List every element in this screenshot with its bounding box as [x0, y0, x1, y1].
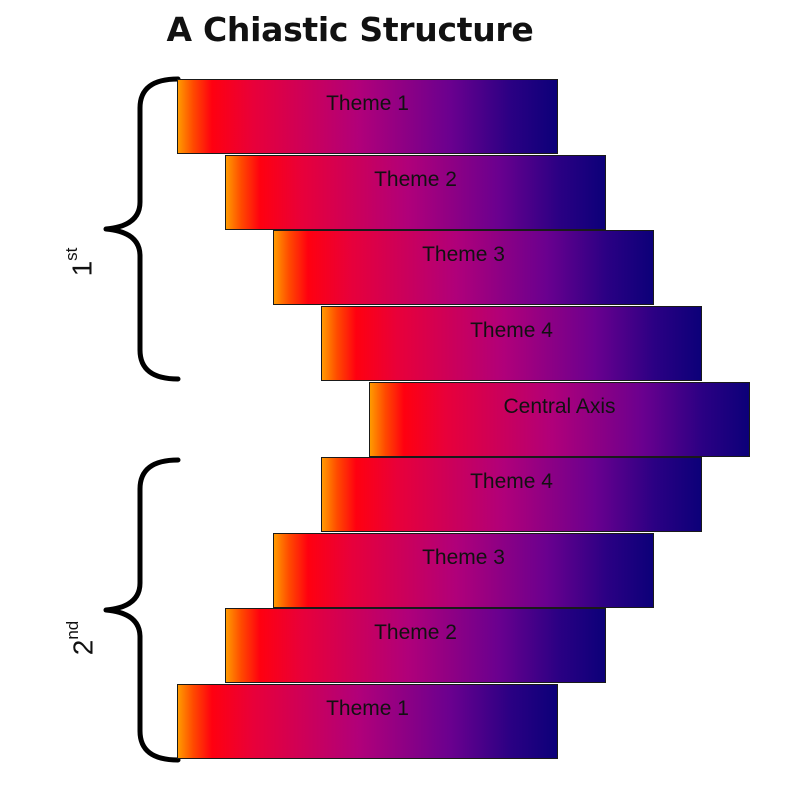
bar-central-axis: Central Axis [369, 382, 750, 457]
diagram-title: A Chiastic Structure [166, 10, 534, 49]
bar-label: Theme 2 [374, 621, 457, 644]
first-half-brace [103, 76, 181, 382]
bar-theme-2-first: Theme 2 [225, 155, 606, 230]
bar-label: Theme 3 [422, 546, 505, 569]
bar-theme-1-first: Theme 1 [177, 79, 558, 154]
bar-theme-4-first: Theme 4 [321, 306, 702, 381]
bar-label: Theme 2 [374, 168, 457, 191]
bar-theme-4-second: Theme 4 [321, 457, 702, 532]
bar-label: Theme 1 [326, 92, 409, 115]
bar-theme-3-second: Theme 3 [273, 533, 654, 608]
bar-label: Theme 4 [470, 319, 553, 342]
second-half-suffix: nd [63, 620, 82, 640]
bar-theme-3-first: Theme 3 [273, 230, 654, 305]
bar-label: Theme 1 [326, 697, 409, 720]
first-half-number: 1 [66, 260, 98, 277]
first-half-suffix: st [62, 247, 81, 261]
first-half-label: 1st [58, 232, 98, 292]
second-half-label: 2nd [59, 603, 99, 673]
bar-theme-2-second: Theme 2 [225, 608, 606, 683]
bar-theme-1-second: Theme 1 [177, 684, 558, 759]
second-half-number: 2 [67, 639, 99, 656]
bar-label: Theme 3 [422, 243, 505, 266]
bar-label: Theme 4 [470, 470, 553, 493]
second-half-brace [103, 457, 181, 763]
bar-label: Central Axis [503, 395, 616, 418]
